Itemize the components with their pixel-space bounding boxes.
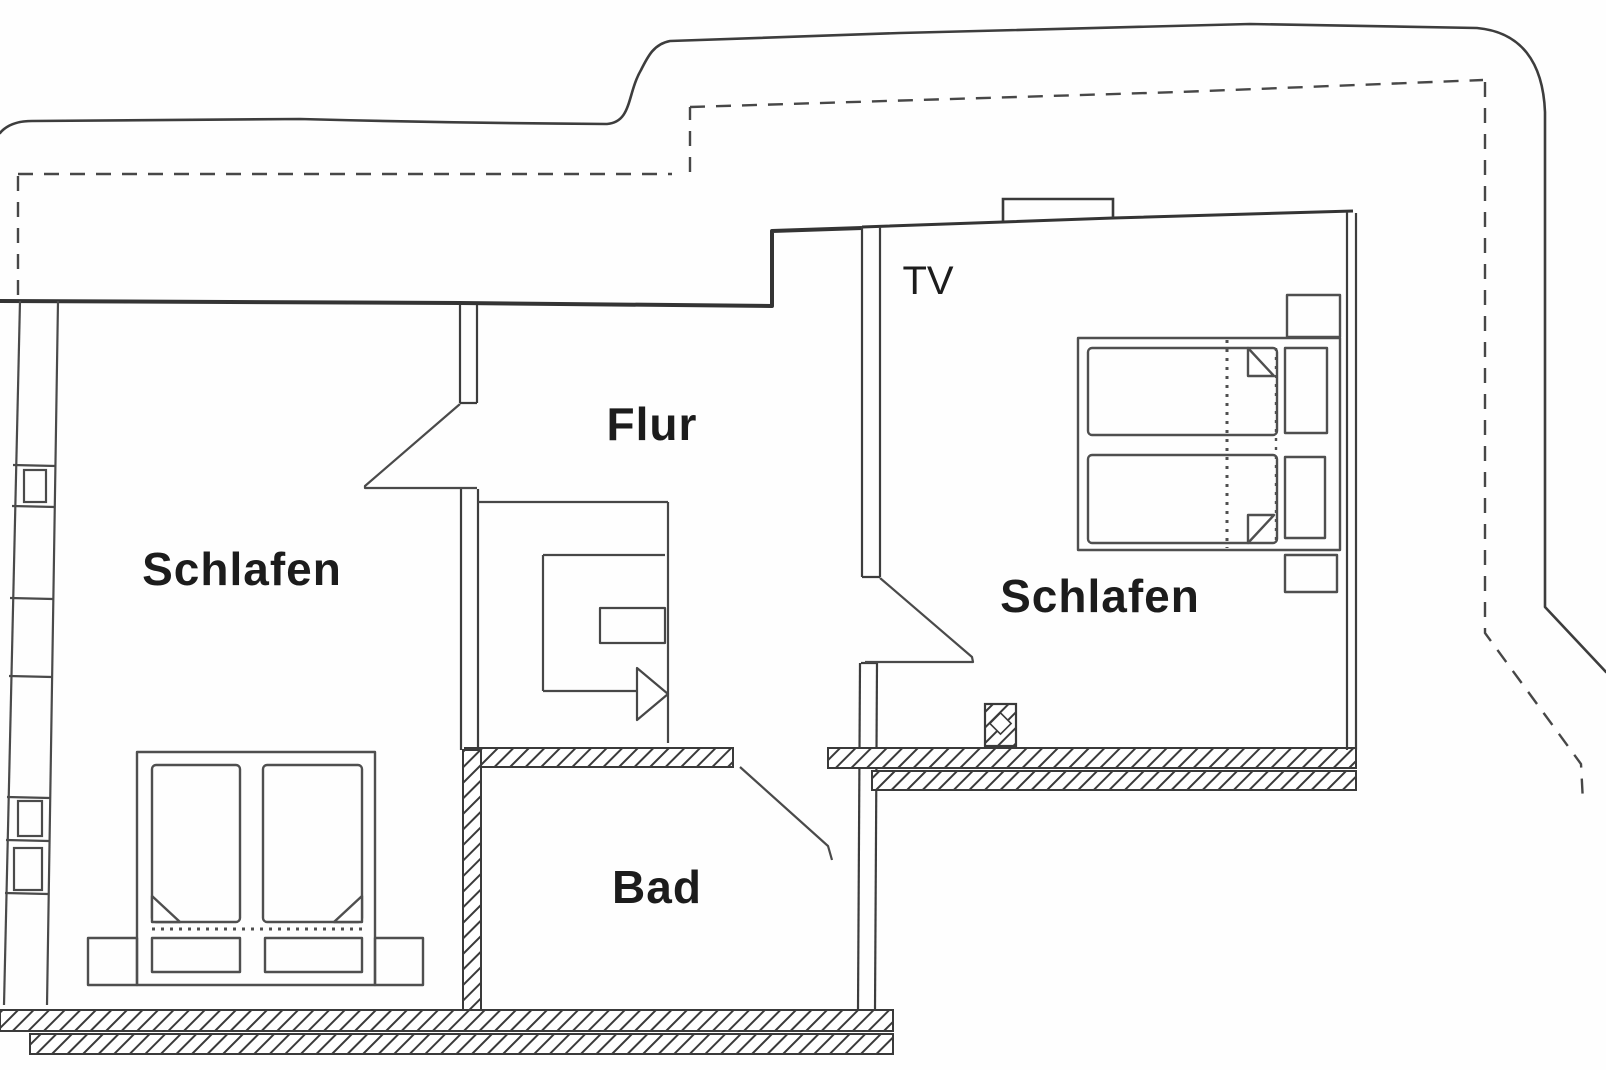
room-label-bedroom-left: Schlafen [142,543,342,595]
mattress [1086,346,1279,437]
stairs-direction-arrow [635,666,670,722]
hallway-bedroom-right-wall [860,227,882,665]
bedroom-left-door-swing [363,403,477,490]
bed-left [86,750,425,987]
blanket-fold [1246,513,1276,545]
left-window-wall [2,300,60,1006]
room-label-bedroom-right: Schlafen [1000,570,1200,622]
stairs [478,500,670,743]
nightstand [1285,293,1342,339]
nightstand [373,936,425,987]
footboard [150,936,242,974]
roof-overhang-dashed-line [16,78,1585,803]
nightstand [1283,553,1339,594]
bath-left-wall [462,749,482,1011]
outer-boundary-wall [0,22,1606,674]
bath-door-swing [739,766,834,861]
window-pane [12,846,44,892]
blanket-fold [1246,346,1276,378]
nightstand [86,936,139,987]
room-label-hallway: Flur [607,398,698,450]
chimney-pillar [983,702,1018,748]
wall-bump [1001,197,1115,221]
headboard-shelf [1283,346,1329,435]
mattress [150,763,242,924]
window-pane [16,799,44,838]
tv-annotation: TV [902,259,953,303]
bed-frame [135,750,377,987]
bottom-exterior-wall-lower [29,1033,894,1055]
bath-top-wall [464,747,734,768]
bedroom-right-wall [1345,212,1358,750]
mattress [261,763,364,924]
room-label-bathroom: Bad [612,861,702,913]
stairs-landing [598,606,667,645]
mattress [1086,453,1279,545]
bedroom-right-bottom-wall-lower [871,770,1357,791]
footboard [263,936,364,974]
bed-right [1076,293,1342,594]
blanket-fold [150,894,182,924]
headboard-shelf [1283,455,1327,540]
bath-right-wall [856,662,879,1011]
bed-frame [1076,336,1342,552]
bedroom-right-bottom-wall-upper [827,747,1357,769]
blanket-fold [332,894,364,924]
bottom-exterior-wall-upper [0,1009,894,1032]
window-pane [22,468,48,504]
bedroom-left-hallway-wall [458,305,480,750]
bedroom-right-door-swing [865,577,975,664]
top-exterior-wall [0,209,1354,308]
